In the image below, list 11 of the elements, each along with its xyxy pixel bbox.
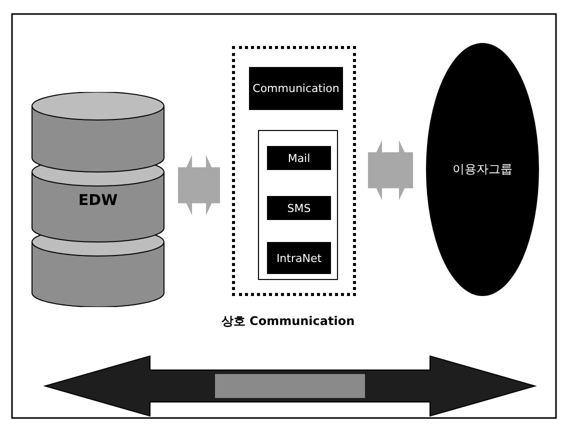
node-label: 이용자그룹 [452,160,514,178]
node-label: EDW [77,190,119,208]
double-arrow-connector [178,155,220,216]
label-box: SMS [267,196,331,220]
label-box: IntraNet [267,242,331,274]
label-box: Communication [249,67,343,110]
double-arrow-connector [368,140,413,200]
label-box: Mail [267,146,331,170]
dotted-box [232,46,356,296]
box [258,130,338,280]
caption-label: 상호 Communication [220,313,356,330]
